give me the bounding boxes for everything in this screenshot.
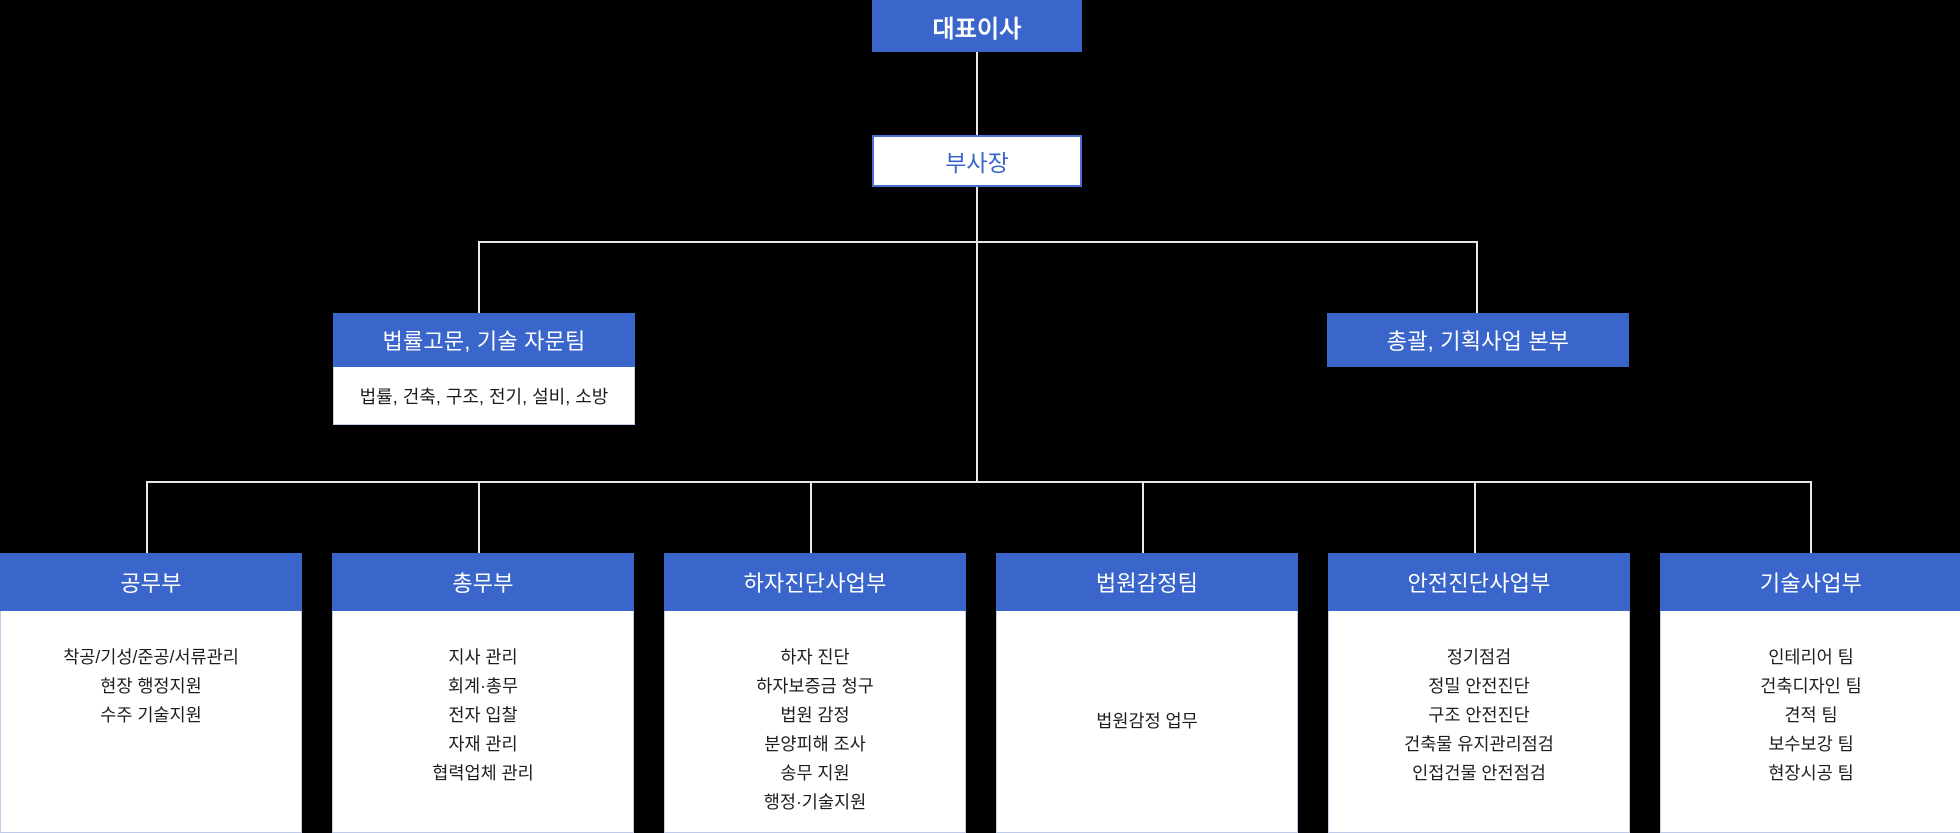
department-item: 현장 행정지원 — [100, 676, 202, 696]
department-item: 자재 관리 — [448, 734, 518, 754]
connector-to-dept-1 — [146, 481, 148, 553]
department-item: 보수보강 팀 — [1768, 734, 1854, 754]
node-department-beobwongamjeong[interactable]: 법원감정팀 법원감정 업무 — [996, 553, 1298, 833]
node-ceo-title: 대표이사 — [872, 0, 1082, 52]
department-item: 협력업체 관리 — [432, 763, 534, 783]
connector-level4-bus — [146, 481, 1812, 483]
node-department-chongmubu-title: 총무부 — [332, 553, 634, 611]
connector-vp-trunk — [976, 187, 978, 481]
department-item: 건축물 유지관리점검 — [1404, 734, 1554, 754]
node-vice-president[interactable]: 부사장 — [872, 135, 1082, 187]
connector-to-dept-6 — [1810, 481, 1812, 553]
department-item: 인테리어 팀 — [1768, 647, 1854, 667]
node-department-anjeonjindan-title: 안전진단사업부 — [1328, 553, 1630, 611]
connector-to-dept-4 — [1142, 481, 1144, 553]
department-item: 분양피해 조사 — [764, 734, 866, 754]
department-item: 지사 관리 — [448, 647, 518, 667]
department-item: 법원감정 업무 — [1096, 711, 1198, 731]
connector-level3-bus — [478, 241, 1478, 243]
node-department-beobwongamjeong-body: 법원감정 업무 — [996, 611, 1298, 833]
department-item: 송무 지원 — [780, 763, 850, 783]
department-item: 행정·기술지원 — [763, 792, 867, 812]
department-item: 회계·총무 — [447, 676, 519, 696]
node-ceo[interactable]: 대표이사 — [872, 0, 1082, 52]
connector-to-dept-2 — [478, 481, 480, 553]
department-item: 현장시공 팀 — [1768, 763, 1854, 783]
department-item: 인접건물 안전점검 — [1412, 763, 1546, 783]
connector-to-dept-3 — [810, 481, 812, 553]
node-department-beobwongamjeong-title: 법원감정팀 — [996, 553, 1298, 611]
department-item: 구조 안전진단 — [1428, 705, 1530, 725]
connector-to-advisory — [478, 241, 480, 313]
node-vice-president-title: 부사장 — [872, 135, 1082, 187]
department-item: 정기점검 — [1446, 647, 1512, 667]
connector-to-dept-5 — [1474, 481, 1476, 553]
department-item: 하자 진단 — [780, 647, 850, 667]
department-item: 수주 기술지원 — [100, 705, 202, 725]
department-item: 법원 감정 — [780, 705, 850, 725]
node-headquarters[interactable]: 총괄, 기획사업 본부 — [1327, 313, 1629, 367]
advisory-detail: 법률, 건축, 구조, 전기, 설비, 소방 — [359, 386, 609, 407]
node-advisory-team-title: 법률고문, 기술 자문팀 — [333, 313, 635, 367]
node-department-gisulsaeopbu-title: 기술사업부 — [1660, 553, 1960, 611]
department-item: 정밀 안전진단 — [1428, 676, 1530, 696]
node-advisory-team[interactable]: 법률고문, 기술 자문팀 법률, 건축, 구조, 전기, 설비, 소방 — [333, 313, 635, 425]
node-advisory-team-body: 법률, 건축, 구조, 전기, 설비, 소방 — [333, 367, 635, 425]
connector-ceo-to-vp — [976, 52, 978, 135]
department-item: 전자 입찰 — [448, 705, 518, 725]
node-department-hajajindan-title: 하자진단사업부 — [664, 553, 966, 611]
department-item: 착공/기성/준공/서류관리 — [63, 647, 239, 667]
department-item: 건축디자인 팀 — [1760, 676, 1862, 696]
node-department-gongmubu-title: 공무부 — [0, 553, 302, 611]
department-item: 견적 팀 — [1784, 705, 1838, 725]
node-headquarters-title: 총괄, 기획사업 본부 — [1327, 313, 1629, 367]
connector-to-headquarters — [1476, 241, 1478, 313]
department-item: 하자보증금 청구 — [756, 676, 874, 696]
